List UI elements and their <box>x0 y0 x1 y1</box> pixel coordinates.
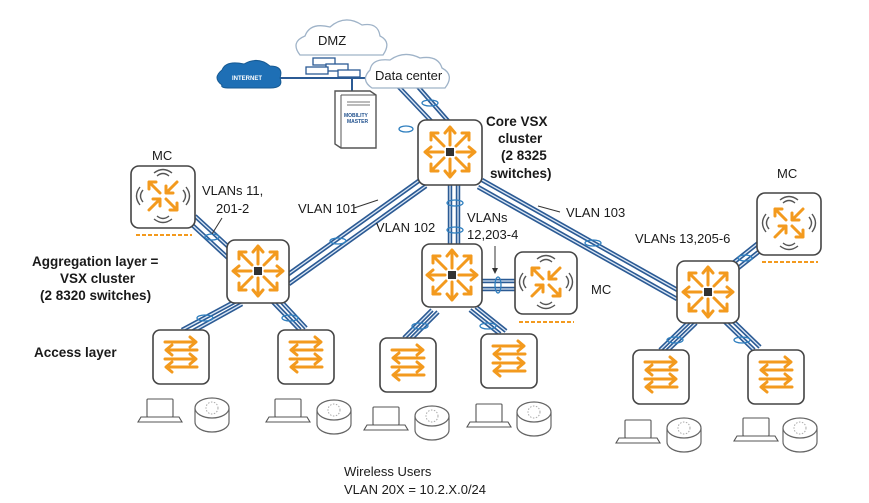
access-point-icon <box>414 405 450 441</box>
aggregation-switch-center <box>421 243 483 308</box>
dmz-cloud: DMZ <box>295 19 388 56</box>
dmz-label: DMZ <box>318 33 346 48</box>
access-switch-1 <box>152 329 210 385</box>
aggregation-label-1: Aggregation layer = <box>32 254 159 269</box>
mc-right-label: MC <box>777 166 797 181</box>
vlan-101-label: VLAN 101 <box>298 201 357 216</box>
pointer-line <box>537 205 561 213</box>
laptop-icon <box>466 403 512 428</box>
vlans-right-label: VLANs 13,205-6 <box>635 231 730 246</box>
endpoints <box>137 397 818 453</box>
access-switch-4 <box>480 333 538 389</box>
mc-left-label: MC <box>152 148 172 163</box>
core-vsx-switch <box>417 119 483 186</box>
access-point-icon <box>516 401 552 437</box>
access-layer-label: Access layer <box>34 345 117 360</box>
pointer-line <box>211 217 223 235</box>
mc-center-label: MC <box>591 282 611 297</box>
pointer-line <box>353 199 379 209</box>
internet-cloud: INTERNET <box>216 60 282 89</box>
access-point-icon <box>316 399 352 435</box>
laptop-icon <box>137 398 183 423</box>
mobility-master-device: MOBILITY MASTER <box>334 90 377 149</box>
internet-label: INTERNET <box>232 76 262 82</box>
mobility-master-label-1: MOBILITY <box>344 113 369 119</box>
access-switch-6 <box>747 349 805 405</box>
vlan-102-label: VLAN 102 <box>376 220 435 235</box>
core-label-3: (2 8325 <box>501 148 547 163</box>
core-label-4: switches) <box>490 166 552 181</box>
vlans-left-label-1: VLANs 11, <box>202 183 263 198</box>
access-point-icon <box>666 417 702 453</box>
mc-center-device <box>514 251 578 323</box>
wireless-users-label-2: VLAN 20X = 10.2.X.0/24 <box>344 482 486 497</box>
aggregation-label-3: (2 8320 switches) <box>40 288 151 303</box>
access-switch-2 <box>277 329 335 385</box>
laptop-icon <box>265 398 311 423</box>
laptop-icon <box>363 406 409 431</box>
wireless-users-label-1: Wireless Users <box>344 464 432 479</box>
datacenter-label: Data center <box>375 68 443 83</box>
aggregation-switch-left <box>226 239 290 304</box>
vlans-center-label-2: 12,203-4 <box>467 227 518 242</box>
dmz-servers <box>305 57 361 78</box>
datacenter-cloud: Data center <box>364 53 450 89</box>
pointer-arrow <box>492 268 498 274</box>
vlan-103-label: VLAN 103 <box>566 205 625 220</box>
access-switch-3 <box>379 337 437 393</box>
access-switch-5 <box>632 349 690 405</box>
core-label-2: cluster <box>498 131 543 146</box>
aggregation-label-2: VSX cluster <box>60 271 136 286</box>
lag-markers <box>196 99 753 344</box>
access-point-icon <box>194 397 230 433</box>
mc-right-device <box>756 192 822 263</box>
mobility-master-label-2: MASTER <box>347 119 369 125</box>
aggregation-switch-right <box>676 260 740 324</box>
vlans-center-label-1: VLANs <box>467 210 508 225</box>
laptop-icon <box>615 419 661 444</box>
core-label-1: Core VSX <box>486 114 548 129</box>
vlans-left-label-2: 201-2 <box>216 201 249 216</box>
access-point-icon <box>782 417 818 453</box>
laptop-icon <box>733 417 779 442</box>
mc-left-device <box>130 165 196 236</box>
